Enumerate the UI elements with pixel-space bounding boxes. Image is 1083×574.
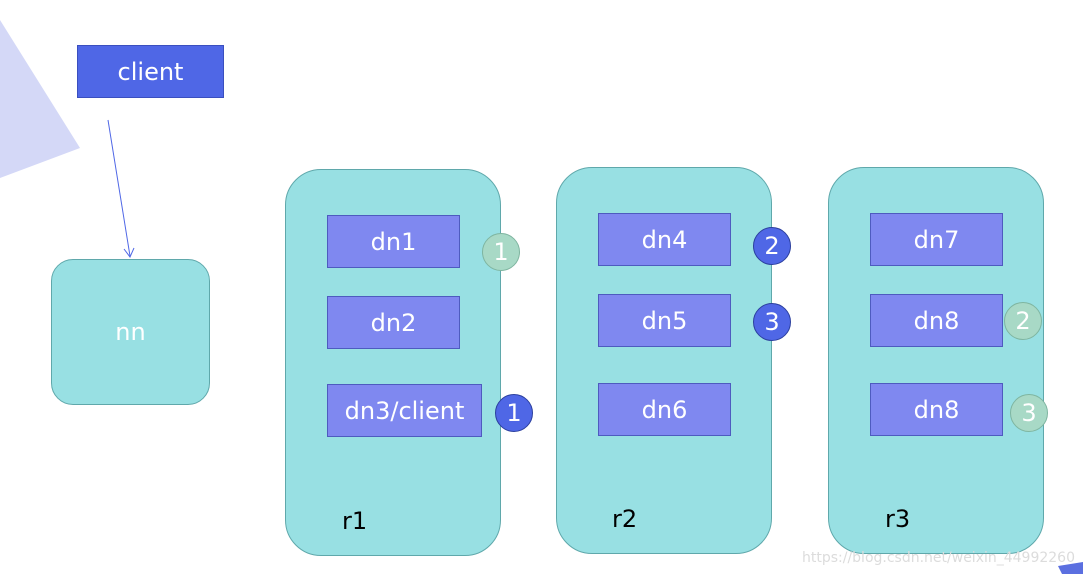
datanode-dn1: dn1 <box>327 215 460 268</box>
watermark-text: https://blog.csdn.net/weixin_44992260 <box>801 550 1075 566</box>
datanode-dn8: dn8 <box>870 294 1003 347</box>
replica-number: 2 <box>1015 307 1031 335</box>
datanode-dn7: dn7 <box>870 213 1003 266</box>
decorative-corner-shape <box>1058 562 1083 574</box>
datanode-label: dn6 <box>641 395 688 424</box>
replica-marker: 1 <box>495 394 533 432</box>
replica-number: 1 <box>493 238 509 266</box>
datanode-label: dn3/client <box>344 396 465 425</box>
client-box: client <box>77 45 224 98</box>
datanode-label: dn1 <box>370 227 417 256</box>
replica-marker: 2 <box>753 227 791 265</box>
replica-marker: 2 <box>1004 302 1042 340</box>
datanode-dn6: dn6 <box>598 383 731 436</box>
client-label: client <box>117 57 184 86</box>
client-to-nn-arrow-line <box>107 119 131 257</box>
replica-marker: 3 <box>753 303 791 341</box>
rack-r2-label: r2 <box>612 505 638 533</box>
datanode-dn5: dn5 <box>598 294 731 347</box>
rack-r2 <box>556 167 772 554</box>
replica-number: 3 <box>1021 399 1037 427</box>
replica-marker: 3 <box>1010 394 1048 432</box>
replica-number: 2 <box>764 232 780 260</box>
datanode-label: dn8 <box>913 306 960 335</box>
datanode-label: dn7 <box>913 225 960 254</box>
datanode-label: dn4 <box>641 225 688 254</box>
datanode-dn2: dn2 <box>327 296 460 349</box>
replica-number: 3 <box>764 308 780 336</box>
client-to-nn-arrowhead <box>123 247 135 258</box>
namenode-box: nn <box>51 259 210 405</box>
rack-r1-label: r1 <box>342 507 368 535</box>
replica-marker: 1 <box>482 233 520 271</box>
decorative-triangle <box>0 20 80 178</box>
datanode-dn3-client: dn3/client <box>327 384 482 437</box>
replica-number: 1 <box>506 399 522 427</box>
datanode-dn8-second: dn8 <box>870 383 1003 436</box>
datanode-label: dn2 <box>370 308 417 337</box>
namenode-label: nn <box>115 318 146 346</box>
datanode-dn4: dn4 <box>598 213 731 266</box>
datanode-label: dn5 <box>641 306 688 335</box>
rack-r3-label: r3 <box>885 505 911 533</box>
datanode-label: dn8 <box>913 395 960 424</box>
